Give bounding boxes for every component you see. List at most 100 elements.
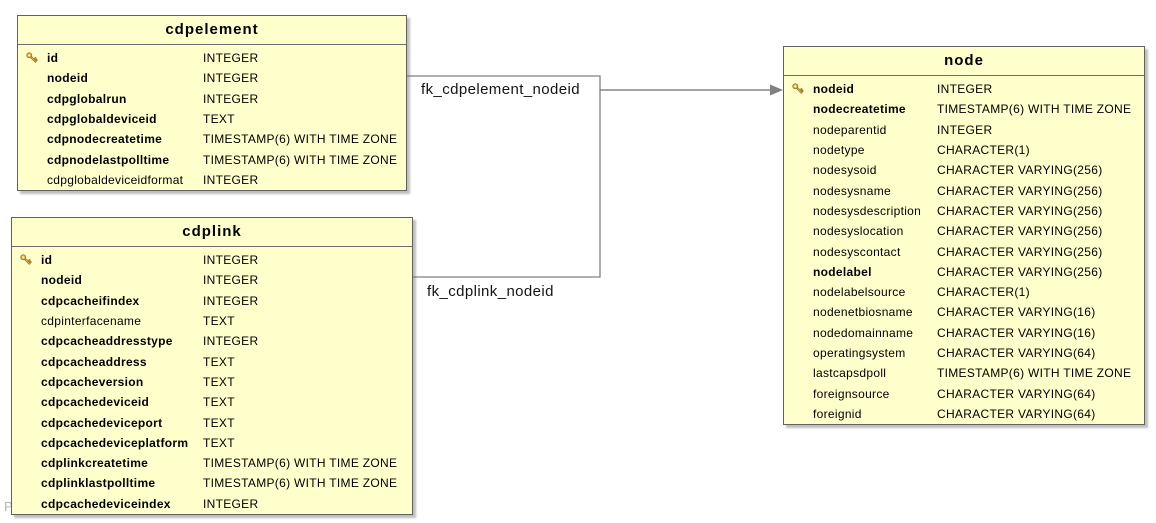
table-row: cdpcacheaddresstype INTEGER [12,331,412,351]
entity-title: cdplink [12,218,412,247]
table-row: cdpglobaldeviceidformat INTEGER [18,170,406,190]
table-row: cdpglobaldeviceid TEXT [18,109,406,129]
table-row: cdplinklastpolltime TIMESTAMP(6) WITH TI… [12,473,412,493]
column-name: nodeparentid [813,122,887,137]
column-type: CHARACTER VARYING(256) [937,203,1103,218]
table-row: cdplinkcreatetime TIMESTAMP(6) WITH TIME… [12,453,412,473]
table-row: operatingsystem CHARACTER VARYING(64) [784,343,1144,363]
column-type: INTEGER [937,122,993,137]
column-name: nodesyslocation [813,224,904,239]
table-row: nodenetbiosname CHARACTER VARYING(16) [784,302,1144,322]
table-row: id INTEGER [12,250,412,270]
table-row: lastcapsdpoll TIMESTAMP(6) WITH TIME ZON… [784,363,1144,383]
column-name: nodelabel [813,264,872,279]
column-type: CHARACTER(1) [937,143,1030,158]
column-type: TEXT [203,112,235,127]
primary-key-icon [12,253,41,267]
column-type: CHARACTER VARYING(256) [937,163,1103,178]
table-row: cdpnodelastpolltime TIMESTAMP(6) WITH TI… [18,149,406,169]
column-name: nodetype [813,143,865,158]
column-type: INTEGER [203,496,259,511]
column-name: id [41,253,53,268]
column-name: id [47,51,59,66]
column-name: cdpcacheifindex [41,293,140,308]
table-row: cdpcacheversion TEXT [12,372,412,392]
column-type: TIMESTAMP(6) WITH TIME ZONE [203,132,398,147]
table-row: nodeid INTEGER [18,68,406,88]
table-row: nodetype CHARACTER(1) [784,140,1144,160]
primary-key-icon [784,82,813,96]
table-row: cdpcachedeviceport TEXT [12,412,412,432]
column-name: cdpcacheaddresstype [41,334,173,349]
column-type: INTEGER [937,82,993,97]
table-row: cdpcachedeviceid TEXT [12,392,412,412]
column-type: CHARACTER VARYING(16) [937,305,1096,320]
edge-fk-cdplink-nodeid [413,89,771,278]
column-name: nodeid [47,71,89,86]
column-name: nodenetbiosname [813,305,913,320]
column-name: cdpglobaldeviceidformat [47,172,184,187]
table-row: cdpcachedeviceindex INTEGER [12,494,412,514]
column-name: cdpcachedeviceindex [41,496,171,511]
column-type: TIMESTAMP(6) WITH TIME ZONE [203,456,398,471]
column-name: nodesysdescription [813,203,922,218]
entity-title: node [784,47,1144,76]
column-name: nodecreatetime [813,102,906,117]
table-row: nodeid INTEGER [784,79,1144,99]
entity-node[interactable]: node [783,46,1145,426]
column-name: cdpcacheversion [41,374,144,389]
entity-cdplink[interactable]: cdplink [11,217,413,515]
column-type: TEXT [203,415,235,430]
column-type: INTEGER [203,253,259,268]
table-row: nodesyscontact CHARACTER VARYING(256) [784,241,1144,261]
column-type: CHARACTER VARYING(16) [937,325,1096,340]
column-type: TEXT [203,395,235,410]
table-row: nodeid INTEGER [12,270,412,290]
column-type: TIMESTAMP(6) WITH TIME ZONE [937,102,1132,117]
column-name: cdpnodecreatetime [47,132,163,147]
column-name: cdpglobaldeviceid [47,112,157,127]
column-type: CHARACTER(1) [937,285,1030,300]
table-row: nodesysname CHARACTER VARYING(256) [784,180,1144,200]
column-name: foreignsource [813,386,890,401]
column-type: INTEGER [203,51,259,66]
edge-label-fk-cdpelement-nodeid: fk_cdpelement_nodeid [421,81,580,98]
column-name: nodesysoid [813,163,877,178]
column-name: nodeid [41,273,83,288]
column-name: cdplinkcreatetime [41,456,149,471]
edge-label-fk-cdplink-nodeid: fk_cdplink_nodeid [427,283,554,300]
column-type: CHARACTER VARYING(256) [937,264,1103,279]
column-name: cdpcachedeviceid [41,395,150,410]
column-type: CHARACTER VARYING(64) [937,406,1096,421]
column-type: CHARACTER VARYING(256) [937,183,1103,198]
table-row: cdpcacheaddress TEXT [12,351,412,371]
table-row: nodelabelsource CHARACTER(1) [784,282,1144,302]
entity-cdpelement[interactable]: cdpelement [17,15,407,192]
column-type: TEXT [203,374,235,389]
column-name: cdpcachedeviceport [41,415,163,430]
primary-key-icon [18,51,47,65]
table-row: cdpcacheifindex INTEGER [12,291,412,311]
column-list: id INTEGER [18,45,406,190]
column-name: cdpcachedeviceplatform [41,435,189,450]
column-list: nodeid INTEGER [784,76,1144,424]
column-type: TIMESTAMP(6) WITH TIME ZONE [203,152,398,167]
column-name: cdpnodelastpolltime [47,152,170,167]
table-row: id INTEGER [18,48,406,68]
column-name: foreignid [813,406,862,421]
column-name: nodedomainname [813,325,914,340]
table-row: nodedomainname CHARACTER VARYING(16) [784,323,1144,343]
column-type: INTEGER [203,293,259,308]
column-type: TEXT [203,435,235,450]
column-type: TIMESTAMP(6) WITH TIME ZONE [937,366,1132,381]
column-name: nodesyscontact [813,244,901,259]
column-name: nodesysname [813,183,892,198]
table-row: nodesysdescription CHARACTER VARYING(256… [784,201,1144,221]
column-type: INTEGER [203,91,259,106]
column-type: TEXT [203,314,235,329]
column-name: nodeid [813,82,855,97]
table-row: foreignid CHARACTER VARYING(64) [784,404,1144,424]
arrowhead-icon [770,84,783,96]
entity-title: cdpelement [18,16,406,45]
table-row: nodelabel CHARACTER VARYING(256) [784,262,1144,282]
